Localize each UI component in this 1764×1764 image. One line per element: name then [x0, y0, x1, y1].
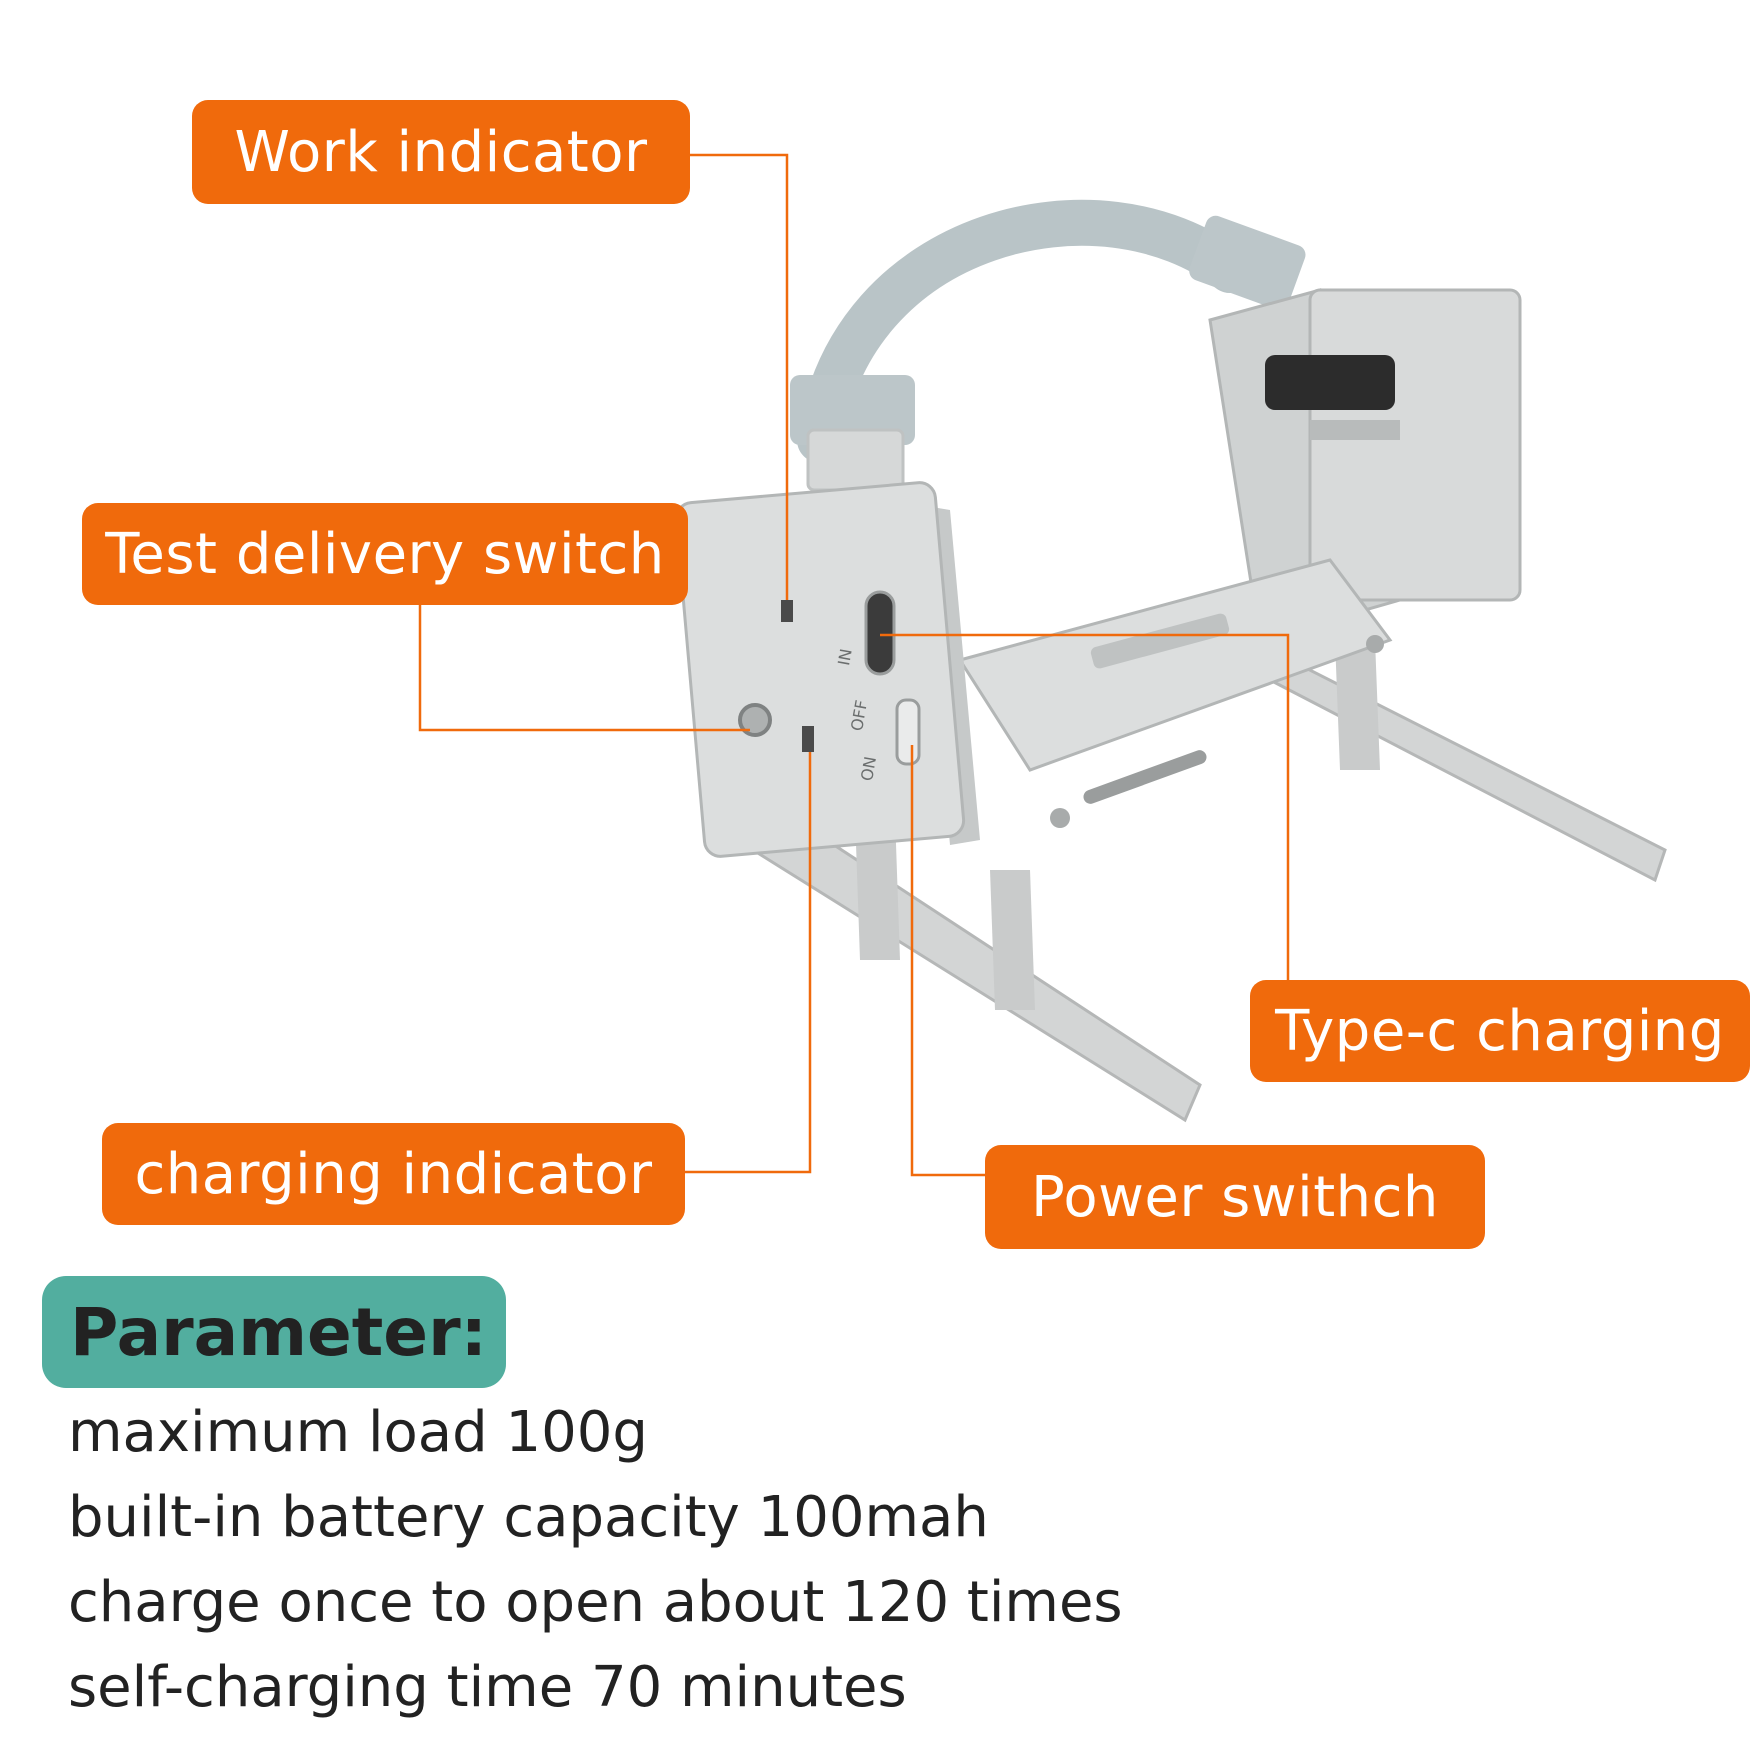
callout-power-switch-label: Power swithch [1031, 1164, 1439, 1230]
callout-type-c-charging: Type-c charging [1250, 980, 1750, 1082]
leg-front-left [855, 815, 900, 960]
parameter-item: charge once to open about 120 times [68, 1570, 1123, 1635]
device-label-in: IN [834, 647, 856, 667]
power-switch [895, 698, 921, 766]
parameter-heading-badge: Parameter: [42, 1276, 506, 1388]
parameter-item: maximum load 100g [68, 1400, 648, 1465]
left-housing [674, 481, 966, 858]
callout-work-indicator-label: Work indicator [234, 119, 648, 185]
strap-clip-left [790, 375, 915, 445]
device-label-on: ON [857, 755, 880, 782]
charging-indicator-led [802, 726, 814, 752]
leader-line-power-switch [910, 745, 985, 1177]
strap-clip-right [1189, 215, 1306, 310]
leader-line-work-indicator [690, 153, 789, 600]
callout-power-switch: Power swithch [985, 1145, 1485, 1249]
pivot-joint [1366, 635, 1384, 653]
velcro-strap [797, 199, 1253, 463]
leader-line-type-c-charging [880, 633, 1290, 980]
callout-charging-indicator: charging indicator [102, 1123, 685, 1225]
type-c-port [864, 590, 896, 676]
parameter-item: self-charging time 70 minutes [68, 1655, 907, 1720]
parameter-list: maximum load 100g built-in battery capac… [68, 1390, 1123, 1730]
test-delivery-button [738, 703, 772, 737]
leader-line-test-delivery-switch [418, 605, 750, 732]
center-frame [957, 558, 1393, 772]
parameter-item: built-in battery capacity 100mah [68, 1485, 989, 1550]
parameter-heading: Parameter: [70, 1293, 488, 1371]
leg-front-right [990, 870, 1035, 1010]
center-frame-rod [1083, 750, 1207, 804]
work-indicator-led [781, 600, 793, 622]
callout-charging-indicator-label: charging indicator [134, 1141, 653, 1207]
callout-type-c-charging-label: Type-c charging [1275, 998, 1725, 1064]
right-housing-slot [1310, 420, 1400, 440]
leader-line-charging-indicator [685, 752, 812, 1174]
right-housing-black-pad [1265, 355, 1395, 410]
callout-work-indicator: Work indicator [192, 100, 690, 204]
center-frame-slot [1090, 613, 1230, 669]
pivot-joint [1050, 808, 1070, 828]
callout-test-delivery-switch-label: Test delivery switch [105, 521, 665, 587]
leg-back-right [1335, 640, 1380, 770]
callout-test-delivery-switch: Test delivery switch [82, 503, 688, 605]
